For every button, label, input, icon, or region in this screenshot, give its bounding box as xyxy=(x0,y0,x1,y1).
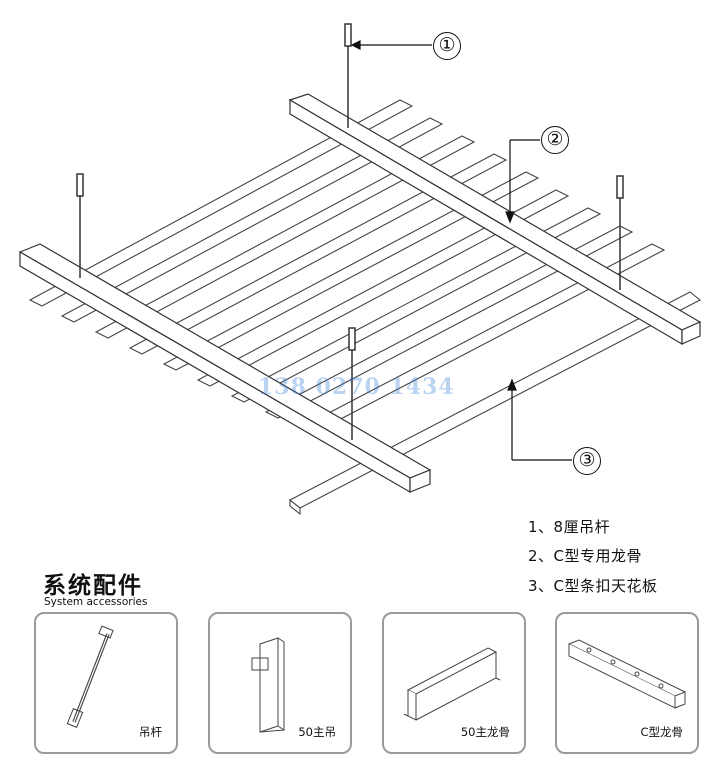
accessory-card-main-keel: 50主龙骨 xyxy=(382,612,526,754)
accessories-subtitle: System accessories xyxy=(44,596,148,608)
c-keel-icon xyxy=(567,639,687,709)
legend-item-1: 1、8厘吊杆 xyxy=(528,518,611,536)
callout-3: ③ xyxy=(573,447,601,475)
main-keel-icon xyxy=(403,647,501,721)
callout-leaders xyxy=(350,40,572,461)
ceiling-installation-diagram xyxy=(18,23,702,516)
legend-item-3: 3、C型条扣天花板 xyxy=(528,577,658,595)
hanger-rod-icon xyxy=(66,625,114,728)
c-keel-front xyxy=(18,243,432,494)
legend-item-2: 2、C型专用龙骨 xyxy=(528,547,643,565)
hanger-rods xyxy=(76,23,624,440)
callout-1: ① xyxy=(433,32,461,60)
watermark: 138 0270 1434 xyxy=(258,374,455,400)
accessory-label: 50主龙骨 xyxy=(460,725,510,739)
ceiling-strip-panels xyxy=(28,99,702,516)
accessory-card-main-hanger: 50主吊 xyxy=(208,612,352,754)
accessory-label: 50主吊 xyxy=(298,725,336,739)
callout-2: ② xyxy=(541,126,569,154)
accessory-label: 吊杆 xyxy=(139,725,162,739)
accessory-card-c-keel: C型龙骨 xyxy=(555,612,699,754)
main-hanger-icon xyxy=(251,637,285,733)
accessory-card-hanger-rod: 吊杆 xyxy=(34,612,178,754)
accessories-title: 系统配件 xyxy=(43,573,143,599)
accessory-label: C型龙骨 xyxy=(640,725,683,739)
c-keel-back xyxy=(288,93,702,346)
